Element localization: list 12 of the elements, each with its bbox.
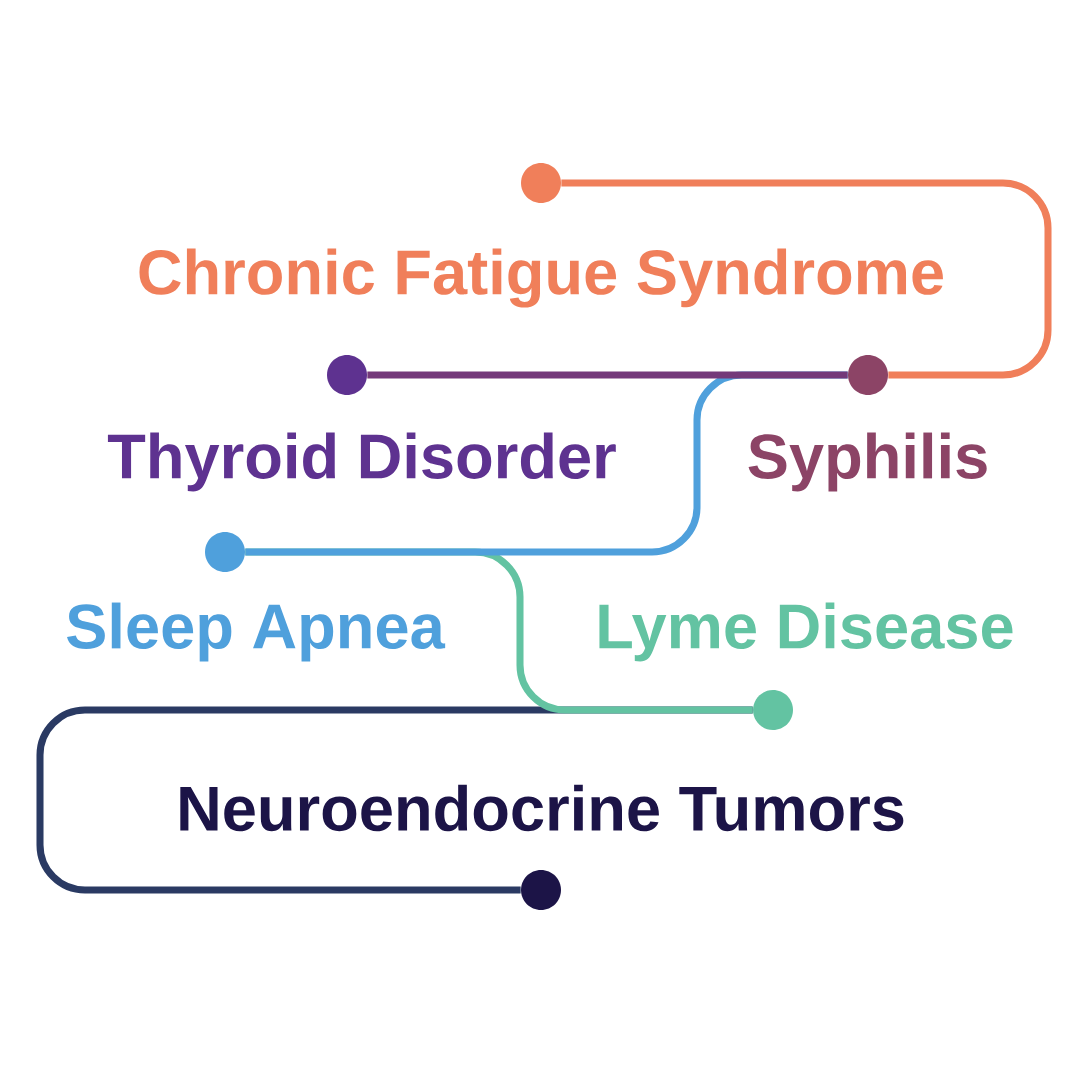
dot [753, 690, 793, 730]
disease-label: Neuroendocrine Tumors [180, 784, 904, 832]
disease-label: Syphilis [748, 432, 987, 492]
disease-label: Lyme Disease [599, 602, 1013, 662]
dot [521, 163, 561, 203]
disease-label: Thyroid Disorder [107, 432, 616, 492]
dot [205, 532, 245, 572]
dot [521, 870, 561, 910]
dot [848, 355, 888, 395]
disease-label: Chronic Fatigue Syndrome [139, 248, 943, 308]
disease-label: Sleep Apnea [67, 602, 446, 662]
dot [327, 355, 367, 395]
